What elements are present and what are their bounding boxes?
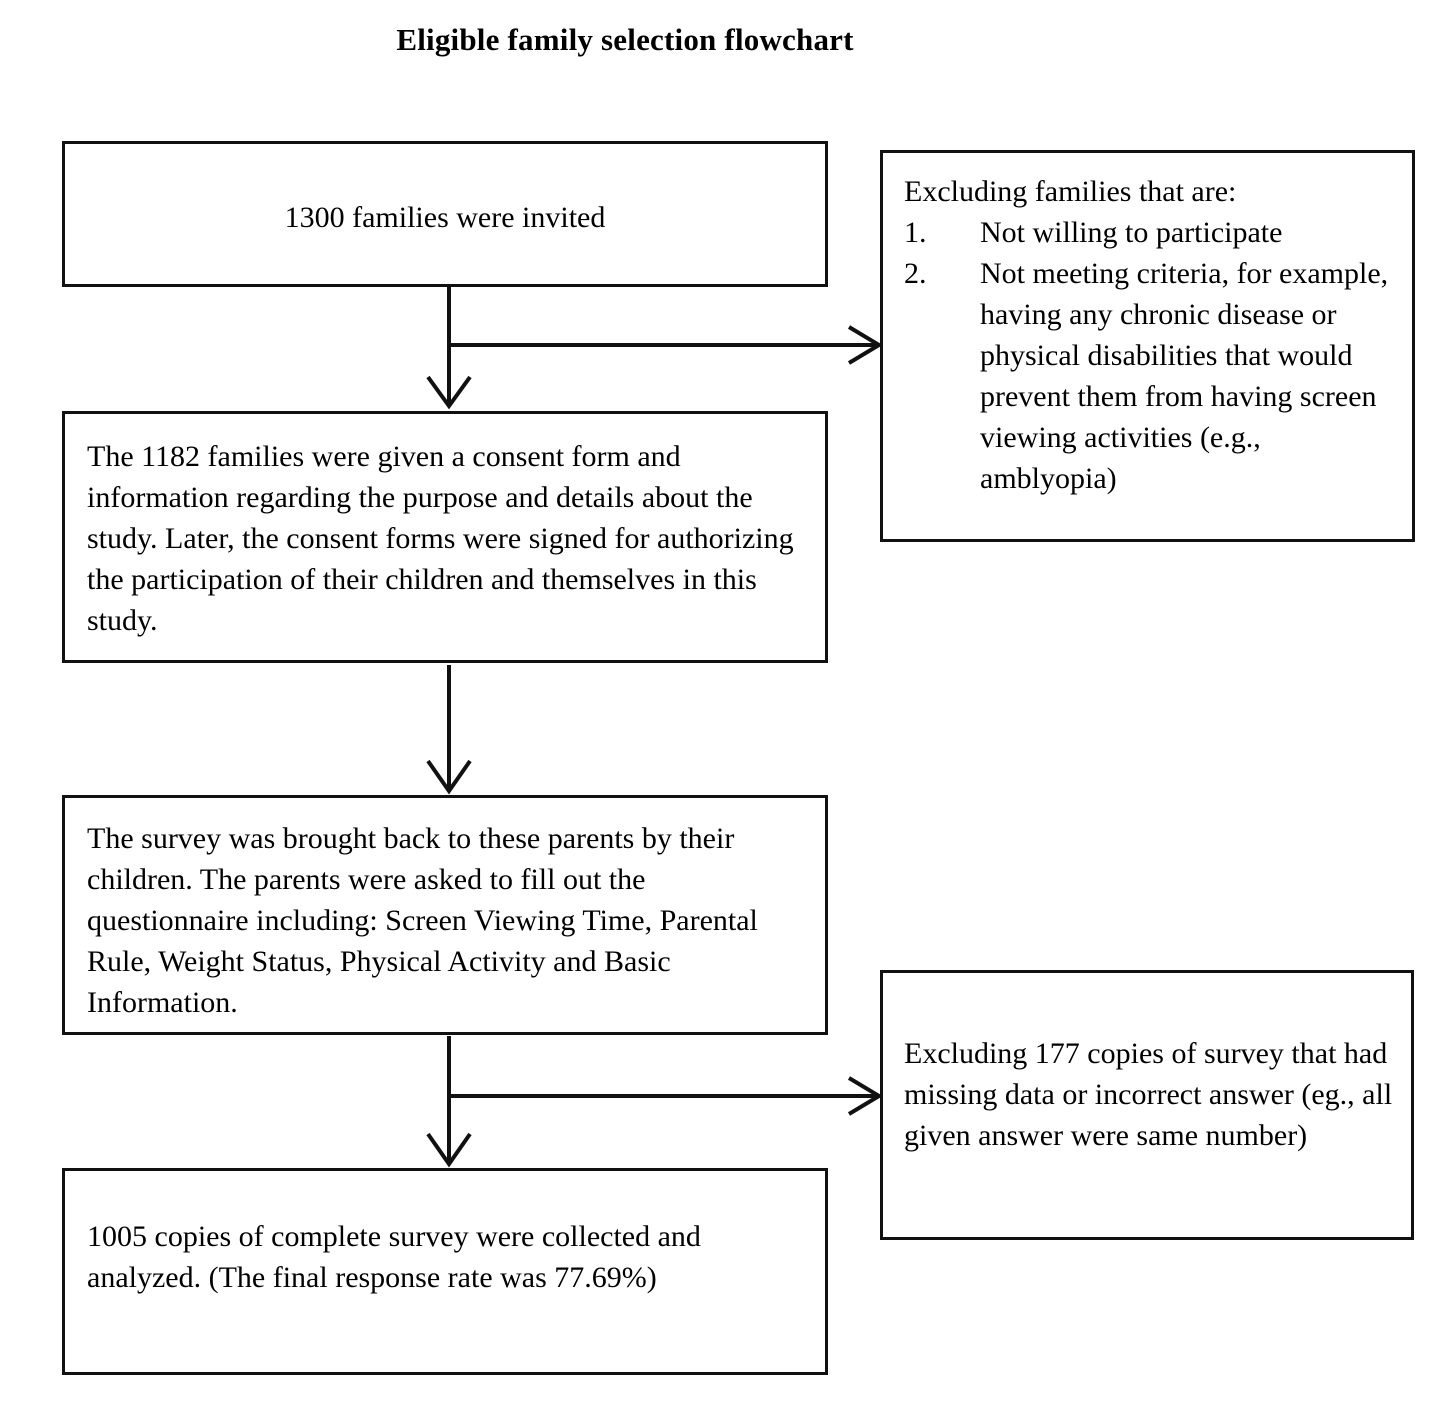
edge-survey-to-exclusion-surveys [449,1076,883,1116]
exclusion-criteria-list: 1. Not willing to participate 2. Not mee… [904,212,1404,499]
exclusion-criteria-intro: Excluding families that are: [904,175,1237,208]
node-exclusion-criteria: Excluding families that are: 1. Not will… [880,150,1415,542]
node-consent-label: The 1182 families were given a consent f… [87,440,794,637]
list-item-number: 1. [904,216,927,249]
node-exclusion-surveys: Excluding 177 copies of survey that had … [880,970,1414,1240]
page-title: Eligible family selection flowchart [396,22,854,57]
edge-survey-to-collected [426,1036,472,1168]
list-item: 2. Not meeting criteria, for example, ha… [904,253,1404,499]
node-invited-label: 1300 families were invited [284,201,606,234]
edge-consent-to-survey [426,665,472,795]
list-item: 1. Not willing to participate [904,212,1404,253]
node-survey-label: The survey was brought back to these par… [87,822,758,1019]
node-collected-label: 1005 copies of complete survey were coll… [87,1220,701,1294]
edge-invited-to-consent [426,287,472,410]
list-item-label: Not willing to participate [980,216,1283,249]
node-survey: The survey was brought back to these par… [62,795,828,1035]
node-invited: 1300 families were invited [62,141,828,287]
node-exclusion-surveys-label: Excluding 177 copies of survey that had … [904,1037,1393,1152]
list-item-number: 2. [904,257,927,290]
node-collected: 1005 copies of complete survey were coll… [62,1168,828,1375]
edge-invited-to-exclusion-criteria [449,325,883,365]
list-item-label: Not meeting criteria, for example, havin… [980,257,1389,495]
node-consent: The 1182 families were given a consent f… [62,411,828,663]
